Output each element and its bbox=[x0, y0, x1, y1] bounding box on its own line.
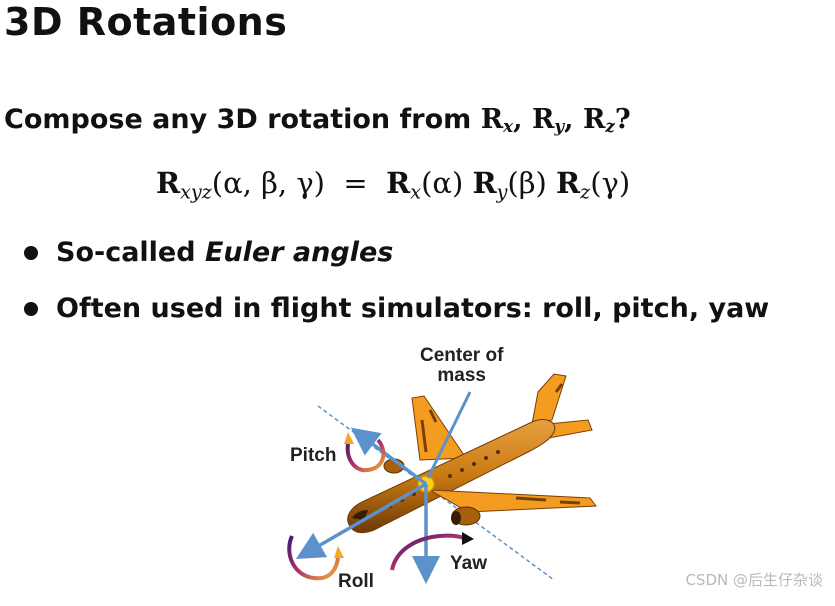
roll-rotation-arc bbox=[287, 535, 340, 581]
bullet-dot bbox=[24, 302, 38, 316]
bullet-list: So-called Euler angles Often used in fli… bbox=[24, 232, 769, 344]
csdn-watermark: CSDN @后生仔杂谈 bbox=[685, 571, 823, 589]
airplane-figure: Center of mass Pitch Roll Yaw bbox=[270, 340, 610, 602]
subtitle-math: Rx, Ry, Rz? bbox=[480, 104, 631, 137]
tail-fin bbox=[531, 373, 567, 425]
euler-equation: Rxyz(α, β, γ) = Rx(α) Ry(β) Rz(γ) bbox=[156, 166, 631, 204]
subtitle-text: Compose any 3D rotation from bbox=[4, 104, 472, 135]
center-of-mass-pointer bbox=[426, 391, 472, 479]
yaw-rotation-arc bbox=[390, 533, 465, 571]
euler-angles-emphasis: Euler angles bbox=[204, 237, 394, 268]
slide-subtitle: Compose any 3D rotation from Rx, Ry, Rz? bbox=[4, 104, 631, 136]
yaw-label: Yaw bbox=[450, 553, 487, 574]
bullet-euler-angles: So-called Euler angles bbox=[24, 232, 769, 274]
bullet-flight-simulators: Often used in flight simulators: roll, p… bbox=[24, 288, 769, 330]
roll-axis-arrow bbox=[295, 482, 427, 559]
bullet-dot bbox=[24, 246, 38, 260]
center-of-mass-label: Center of mass bbox=[420, 345, 504, 386]
front-wing bbox=[429, 489, 597, 513]
cockpit bbox=[352, 510, 368, 520]
pitch-axis-arrow bbox=[350, 427, 428, 486]
rear-wing bbox=[411, 395, 467, 461]
slide-title: 3D Rotations bbox=[4, 0, 288, 44]
airplane-illustration bbox=[287, 373, 597, 584]
pitch-label: Pitch bbox=[290, 445, 337, 466]
pitch-rotation-arc bbox=[345, 438, 386, 473]
roll-label: Roll bbox=[338, 571, 374, 592]
